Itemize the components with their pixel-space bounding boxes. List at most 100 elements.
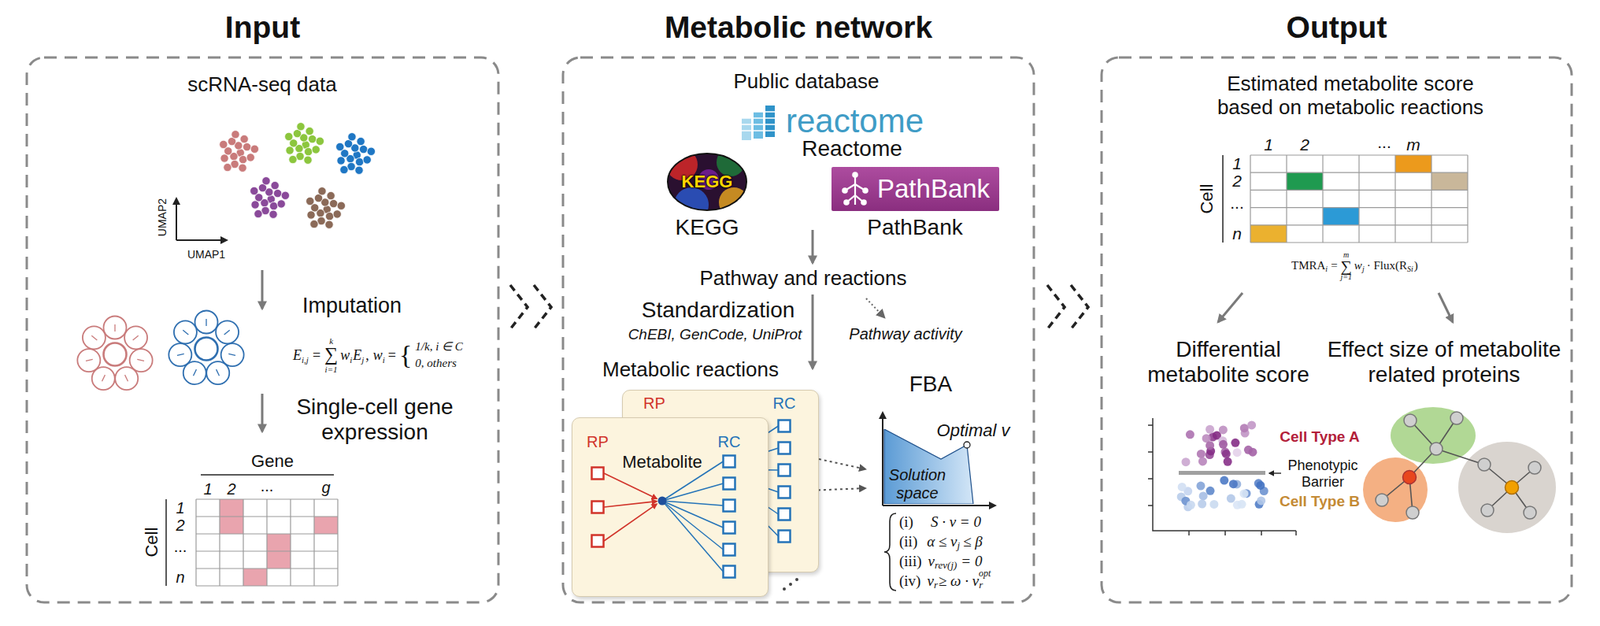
cell-cluster	[231, 130, 240, 139]
cell-cluster	[219, 122, 376, 230]
label-text: Imputation	[302, 293, 402, 319]
reaction-figure	[778, 464, 791, 477]
pathbank-icon	[843, 199, 850, 206]
solution-polygon	[963, 441, 971, 449]
formula-part: (ii)	[899, 533, 918, 551]
fba-axes	[882, 504, 996, 507]
protein-network	[1362, 457, 1428, 523]
protein-network	[1528, 461, 1541, 475]
protein-network	[1436, 448, 1485, 465]
expression-matrix	[219, 516, 244, 534]
label-text: Cell Type A	[1279, 428, 1360, 446]
score-matrix	[1250, 155, 1468, 243]
scatter-dot	[1218, 425, 1228, 434]
formula-part: Si	[1407, 264, 1414, 275]
label-text: Differential metabolite score	[1140, 337, 1316, 388]
scatter-dot	[1177, 420, 1269, 512]
label-text: KEGG	[681, 171, 734, 192]
cell-cluster	[242, 142, 251, 151]
cell-cluster	[307, 134, 316, 143]
cell-cluster	[336, 142, 345, 151]
expression-matrix	[196, 499, 338, 586]
expression-matrix	[266, 533, 291, 552]
scatter-axes	[1148, 451, 1153, 453]
cell-neighbourhood	[195, 337, 219, 361]
protein-network	[1406, 506, 1419, 519]
cell-cluster	[306, 196, 315, 205]
formula-part: S · v = 0	[930, 513, 982, 531]
formula-part: rev(j)	[934, 559, 957, 572]
cell-cluster	[305, 126, 314, 135]
scatter-axes	[1260, 530, 1263, 536]
cell-cluster	[246, 153, 255, 162]
label-text: Optimal v	[937, 420, 1011, 441]
cell-neighbourhood	[228, 353, 236, 356]
formula-part: E	[352, 347, 362, 364]
panel: Input	[25, 55, 500, 604]
score-matrix	[1322, 207, 1360, 226]
scatter-dot	[1205, 440, 1215, 450]
cell-cluster	[307, 211, 315, 219]
expression-matrix	[196, 515, 338, 517]
cell-cluster	[326, 191, 335, 200]
expression-matrix	[196, 567, 338, 569]
cell-cluster	[366, 147, 375, 156]
label-text: ChEBI, GenCode, UniProt	[628, 325, 803, 344]
cell-cluster	[340, 165, 349, 174]
formula-part: i	[349, 355, 352, 366]
label-text: Effect size of metabolite related protei…	[1318, 337, 1570, 388]
scatter-dot	[1256, 496, 1266, 505]
chevron	[510, 285, 528, 330]
flow-arrow	[1438, 292, 1453, 323]
scatter-axes	[1148, 418, 1297, 536]
score-matrix	[1249, 155, 1251, 243]
cell-cluster	[238, 163, 247, 172]
cell-cluster	[325, 211, 334, 220]
formula-part: TMRA	[1291, 259, 1326, 273]
reactome-logo	[740, 111, 777, 131]
label-text: 1	[203, 480, 212, 499]
scatter-dot	[1185, 429, 1195, 439]
cell-neighbourhood	[137, 359, 145, 361]
cell-neighbourhood	[77, 348, 100, 372]
label-text: n	[175, 568, 185, 587]
formula-part: E	[292, 347, 302, 364]
node-text: RP	[586, 433, 609, 452]
fba-axes	[881, 412, 884, 506]
cell-neighbourhood	[182, 329, 189, 335]
formula-part: w	[340, 347, 350, 364]
scatter-dot	[1196, 449, 1206, 459]
label-text: ...	[1377, 133, 1392, 152]
cell-neighbourhood	[177, 353, 185, 356]
reactome-logo	[765, 105, 775, 138]
score-matrix	[1430, 155, 1432, 243]
formula-part: k	[329, 336, 334, 347]
label-text: 1	[1263, 135, 1274, 155]
cell-cluster	[269, 201, 278, 210]
scatter-axes	[1148, 477, 1153, 480]
cell-neighbourhood	[224, 329, 230, 335]
scatter-dot	[1186, 500, 1196, 510]
panel-border	[1101, 57, 1572, 603]
cell-neighbourhood	[133, 335, 139, 341]
chevron	[510, 285, 1089, 330]
expression-matrix	[314, 516, 338, 534]
label-text: Cell Type B	[1279, 492, 1360, 511]
formula-part: v	[926, 572, 934, 590]
node-text: RP	[643, 394, 666, 413]
cell-neighbourhood	[77, 311, 244, 391]
cell-cluster	[359, 144, 367, 153]
protein-network	[1381, 418, 1535, 513]
cell-cluster	[337, 201, 345, 210]
formula-part: j	[957, 540, 961, 552]
label-text: 2	[175, 516, 185, 535]
card-ellipsis	[782, 587, 786, 591]
leader-arrow	[1269, 472, 1282, 475]
label-text: g	[321, 478, 330, 497]
scatter-dot	[1247, 420, 1256, 430]
label-text: n	[1232, 224, 1242, 244]
protein-network	[1403, 470, 1417, 485]
score-matrix	[1250, 241, 1468, 243]
umap-axes	[176, 239, 227, 241]
cell-cluster	[238, 155, 247, 163]
